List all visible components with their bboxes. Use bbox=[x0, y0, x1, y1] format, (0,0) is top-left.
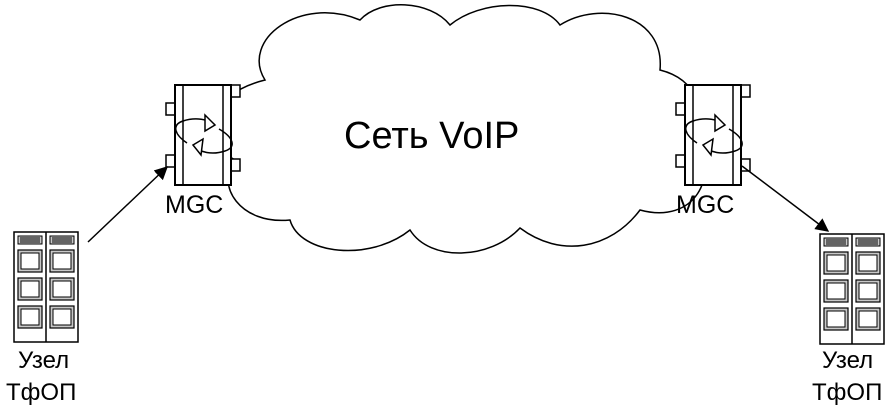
gateway-label-right: MGC bbox=[676, 191, 734, 219]
pstn-switch-icon bbox=[819, 233, 885, 345]
media-gateway-icon bbox=[675, 84, 751, 186]
node-label-right-line1: Узел bbox=[822, 347, 873, 374]
cloud-icon bbox=[212, 4, 706, 254]
node-label-left-line2: ТфОП bbox=[6, 379, 76, 406]
pstn-switch-icon bbox=[13, 231, 79, 343]
gateway-label-left: MGC bbox=[165, 191, 223, 219]
network-label: Сеть VoIP bbox=[344, 115, 519, 157]
node-label-left-line1: Узел bbox=[18, 347, 69, 374]
media-gateway-icon bbox=[165, 84, 241, 186]
arrow-icon bbox=[87, 166, 168, 243]
arrow-icon bbox=[741, 165, 830, 232]
node-label-right-line2: ТфОП bbox=[812, 379, 882, 406]
